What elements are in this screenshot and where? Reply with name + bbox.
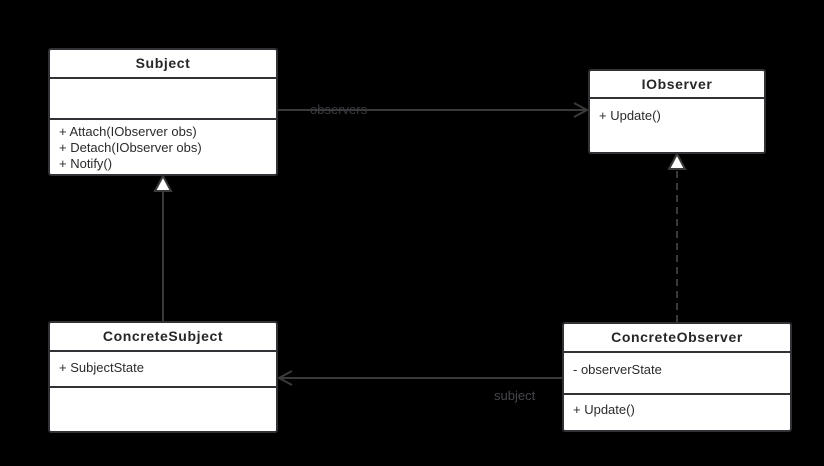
open-arrowhead-subject-icon xyxy=(276,370,293,386)
edge-label-subject: subject xyxy=(494,388,536,403)
methods-compartment-iobserver: + Update() xyxy=(590,99,764,152)
edge-label-observers: observers xyxy=(310,102,368,117)
attribute-item: - observerState xyxy=(573,362,662,377)
class-box-iobserver[interactable]: IObserver + Update() xyxy=(588,69,766,154)
class-box-concrete-subject[interactable]: ConcreteSubject + SubjectState xyxy=(48,321,278,433)
method-item: + Update() xyxy=(573,402,635,417)
method-item: + Attach(IObserver obs) xyxy=(59,124,197,139)
class-title-concrete-observer: ConcreteObserver xyxy=(564,324,790,353)
method-item: + Notify() xyxy=(59,156,113,171)
hollow-triangle-arrowhead-generalization-icon xyxy=(153,173,173,192)
attributes-compartment-concrete-subject: + SubjectState xyxy=(50,352,276,388)
attributes-compartment-concrete-observer: - observerState xyxy=(564,353,790,395)
class-title-subject: Subject xyxy=(50,50,276,79)
method-item: + Detach(IObserver obs) xyxy=(59,140,202,155)
methods-compartment-subject: + Attach(IObserver obs) + Detach(IObserv… xyxy=(50,120,276,176)
class-title-iobserver: IObserver xyxy=(590,71,764,99)
class-box-subject[interactable]: Subject + Attach(IObserver obs) + Detach… xyxy=(48,48,278,176)
class-title-concrete-subject: ConcreteSubject xyxy=(50,323,276,352)
class-box-concrete-observer[interactable]: ConcreteObserver - observerState + Updat… xyxy=(562,322,792,432)
hollow-triangle-arrowhead-realization-icon xyxy=(667,151,687,170)
open-arrowhead-observers-icon xyxy=(573,102,590,118)
attributes-compartment-subject xyxy=(50,79,276,120)
attribute-item: + SubjectState xyxy=(59,360,144,375)
methods-compartment-concrete-observer: + Update() xyxy=(564,395,790,430)
method-item: + Update() xyxy=(599,108,661,123)
methods-compartment-concrete-subject xyxy=(50,388,276,431)
